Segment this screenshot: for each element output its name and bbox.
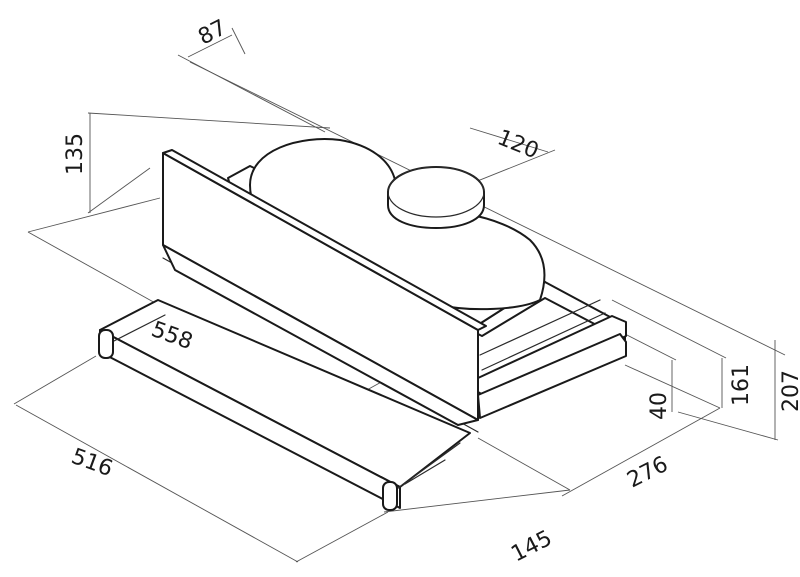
dim-558-ext-left (27, 197, 161, 233)
dim-207-ext-bottom (677, 411, 779, 441)
dim-87-tick-top (231, 27, 246, 55)
dim-40-label: 40 (647, 392, 672, 420)
right-rail-2 (481, 312, 606, 371)
dim-516-ext-right (295, 511, 389, 563)
under-panel-frame (162, 244, 479, 426)
tray-handle-left (98, 329, 114, 359)
dim-135-label: 135 (63, 133, 88, 175)
pullout-tray-inner-right (389, 442, 461, 495)
right-rail-1 (479, 299, 601, 356)
dim-161-ext-top (611, 299, 727, 359)
duct-collar-inner (387, 166, 485, 218)
dim-40-ext-top (624, 333, 677, 361)
front-panel-top-edge (162, 149, 487, 331)
tray-handle-right (382, 481, 398, 511)
pullout-tray-inner-left (111, 314, 166, 343)
hood-body (98, 138, 627, 511)
dim-276-ext (624, 364, 721, 409)
dim-145-label: 145 (507, 526, 556, 567)
dim-135-ext-bottom (87, 167, 151, 214)
duct-collar-side (387, 191, 485, 229)
dim-120-ext-top (469, 127, 549, 153)
dim-145-ext-right (477, 437, 571, 491)
dim-87-ext-left (177, 54, 326, 133)
dim-516-label: 516 (68, 444, 116, 482)
dim-135-ext-top (87, 112, 331, 129)
dim-516-ext-left (13, 355, 97, 405)
dim-207-label: 207 (779, 370, 800, 412)
dim-87-tick-left (187, 34, 233, 58)
tray-handle-slot (404, 459, 446, 485)
dim-276-line (561, 407, 721, 497)
dim-87-line (189, 61, 786, 356)
right-lower-rail-2 (477, 333, 627, 419)
dim-145-line (383, 489, 571, 513)
dim-87-label: 87 (194, 15, 230, 50)
dim-516-line (15, 404, 299, 563)
dim-120-label: 120 (494, 125, 542, 164)
dim-161-label: 161 (729, 364, 754, 406)
